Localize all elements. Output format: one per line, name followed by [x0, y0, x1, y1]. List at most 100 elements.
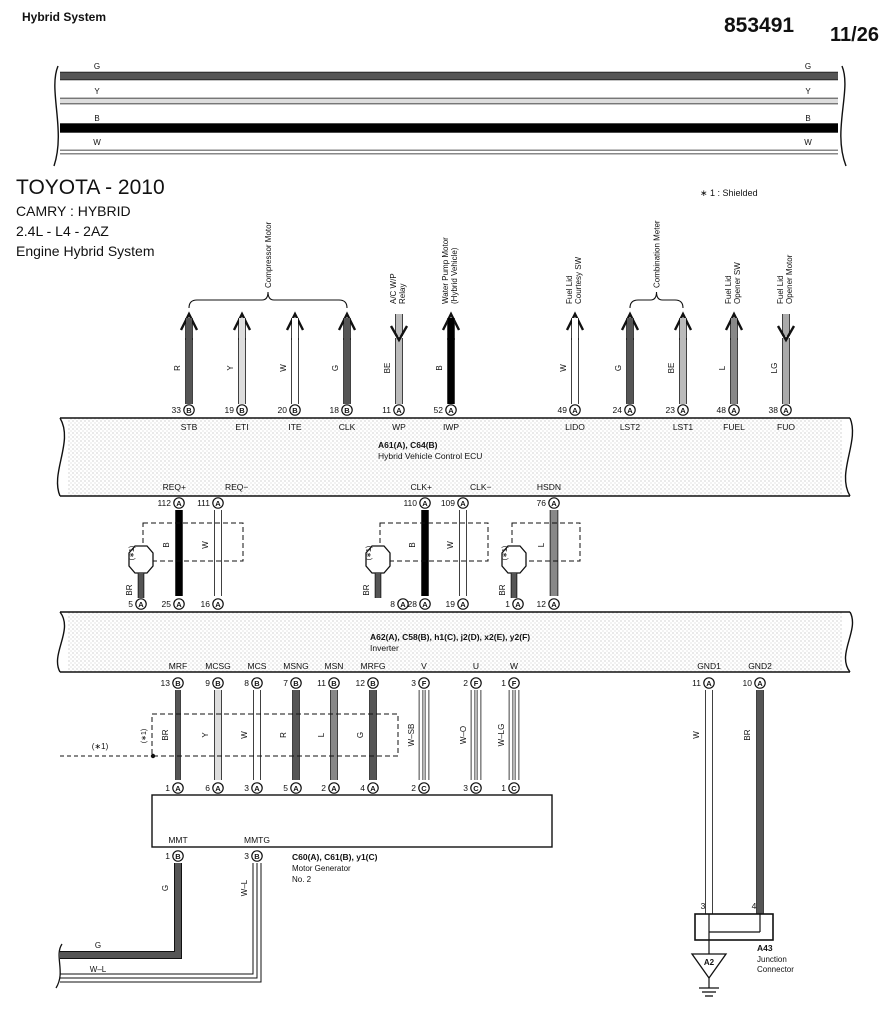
ecu-pin-lst2-number: 24: [613, 405, 623, 415]
mg-bottom-pin-name: MMTG: [244, 835, 270, 845]
inverter-box-break-left: [56, 611, 66, 673]
ecu-pin-name: CLK: [339, 422, 356, 432]
vehicle-make-year: TOYOTA - 2010: [16, 176, 165, 199]
ecu-pin-fuel-letter: A: [731, 406, 737, 415]
motor-generator-box: [151, 794, 553, 848]
ecu-wire-code: BE: [383, 363, 392, 374]
ecu-pin-eti-letter: B: [239, 406, 245, 415]
inv-top-pin-clk+-ring: [419, 598, 431, 610]
ecu-pin-wp-ring: [393, 404, 405, 416]
arrow-up-icon: [724, 311, 744, 331]
ecu-pin-iwp-letter: A: [448, 406, 454, 415]
inv-bottom-pin-v-ring: [418, 677, 430, 689]
ecu-pin-lst2-ring: [624, 404, 636, 416]
junction-pin-3: 3: [701, 901, 706, 911]
ecu-wire-code: W: [279, 364, 288, 372]
ecu-pin-lido-letter: A: [572, 406, 578, 415]
mg-top-pin-mrfg-number: 4: [360, 783, 365, 793]
ecu-pin-clk-number: 18: [330, 405, 340, 415]
inv-bottom-pin-u-ring: [470, 677, 482, 689]
ecu-pin-fuo-number: 38: [769, 405, 779, 415]
inv-bottom-pin-mcsg-ring: [212, 677, 224, 689]
inv-bottom-pin-mrf-letter: B: [175, 679, 181, 688]
mg-wire-code: W–L: [240, 879, 249, 896]
inv-bottom-pin-name: GND2: [748, 661, 772, 671]
bus-break-left: [53, 65, 60, 167]
arrow-up-icon: [232, 311, 252, 331]
arrow-down-icon: [776, 325, 796, 343]
ecu-pin-ite-number: 20: [278, 405, 288, 415]
ecu-pin-name: IWP: [443, 422, 459, 432]
compressor-motor-group-bracket: [188, 291, 348, 309]
target-label-line2: Opener Motor: [785, 254, 794, 304]
inv-top-pin-drn4-number: 8: [390, 599, 395, 609]
ecu-pin-fuel-number: 48: [717, 405, 727, 415]
mg-top-pin-v: C2: [411, 782, 430, 794]
inv-top-pin-clk−: A19: [446, 598, 469, 610]
drain-wire-code: BR: [125, 584, 134, 595]
mg-top-pin-mcsg-ring: [212, 782, 224, 794]
ecu-bottom-pin-req+-letter: A: [176, 499, 182, 508]
ecu-box: [56, 417, 854, 497]
drain-wire-code: BR: [498, 584, 507, 595]
inverter-block: A5DRN3A25REQ+A16REQ−A8DRN4A28CLK+A19CLK−…: [56, 598, 854, 914]
vehicle-model: CAMRY : HYBRID: [16, 203, 131, 219]
ecu-pin-clk: B18: [330, 404, 353, 416]
inv-top-pin-drn8-letter: A: [515, 600, 521, 609]
drain-ref: (∗1): [129, 546, 136, 560]
ecu-bottom-pin-req−-letter: A: [215, 499, 221, 508]
inv-wire-code: BR: [743, 729, 752, 740]
ecu-pin-name: LST2: [620, 422, 641, 432]
ecu-pin-name: LST1: [673, 422, 694, 432]
bus-wire-label-right: W: [804, 138, 812, 147]
inv-bottom-pin-mrfg: B12: [356, 677, 379, 689]
ecu-pin-iwp: A52: [434, 404, 457, 416]
junction-connector-box: [694, 913, 774, 941]
mg-top-pin-u-number: 3: [463, 783, 468, 793]
link-wire-code: W: [446, 541, 455, 549]
inv-bottom-pin-mrf-ring: [172, 677, 184, 689]
mmtg-wire-strand-b: [60, 863, 258, 979]
drain-wire-code: BR: [362, 584, 371, 595]
ecu-box-fill: [68, 418, 842, 496]
ecu-wire-code: BE: [667, 363, 676, 374]
inv-bottom-pin-u-letter: F: [474, 679, 479, 688]
inv-bottom-pin-gnd2-letter: A: [757, 679, 763, 688]
inv-wire-code: W: [240, 731, 249, 739]
shield-box-req: [142, 522, 244, 562]
ecu-pin-lido: A49: [558, 404, 581, 416]
inv-bottom-pin-u-number: 2: [463, 678, 468, 688]
mg-bottom-pin-name: MMT: [168, 835, 187, 845]
mg-top-pin-msng-number: 5: [283, 783, 288, 793]
ecu-name-label: Hybrid Vehicle Control ECU: [378, 451, 482, 461]
inverter-box: [56, 611, 854, 673]
mg-bottom-pin-mmtg: B3: [244, 850, 263, 862]
ecu-wire-code: G: [331, 365, 340, 371]
inverter-name-label: Inverter: [370, 643, 399, 653]
ecu-wire-code: Y: [226, 365, 235, 371]
mg-top-pin-u: C3: [463, 782, 482, 794]
inv-bottom-pin-msng-letter: B: [293, 679, 299, 688]
inv-top-pin-req+-ring: [173, 598, 185, 610]
inv-top-pin-clk−-number: 19: [446, 599, 456, 609]
mg-bottom-pin-mmtg-letter: B: [254, 852, 260, 861]
inv-bottom-pin-mrf-number: 13: [161, 678, 171, 688]
ecu-pin-stb: B33: [172, 404, 195, 416]
ecu-pin-wp: A11: [382, 404, 405, 416]
target-label-line2: Relay: [398, 284, 407, 304]
drain-ref: (∗1): [366, 546, 373, 560]
inv-top-pin-req−: A16: [201, 598, 224, 610]
inv-top-pin-hsdn-letter: A: [551, 600, 557, 609]
mg-top-pin-w: C1: [501, 782, 520, 794]
mg-top-pin-mrfg-ring: [367, 782, 379, 794]
bus-wire-label-right: Y: [805, 87, 811, 96]
ecu-pin-fuo-letter: A: [783, 406, 789, 415]
inv-bottom-pin-gnd2-number: 10: [743, 678, 753, 688]
inv-bottom-pin-name: MSNG: [283, 661, 309, 671]
inv-wire-code: Y: [201, 732, 210, 738]
inv-wire-code: R: [279, 732, 288, 738]
ecu-pin-eti: B19: [225, 404, 248, 416]
ecu-pin-ite-ring: [289, 404, 301, 416]
